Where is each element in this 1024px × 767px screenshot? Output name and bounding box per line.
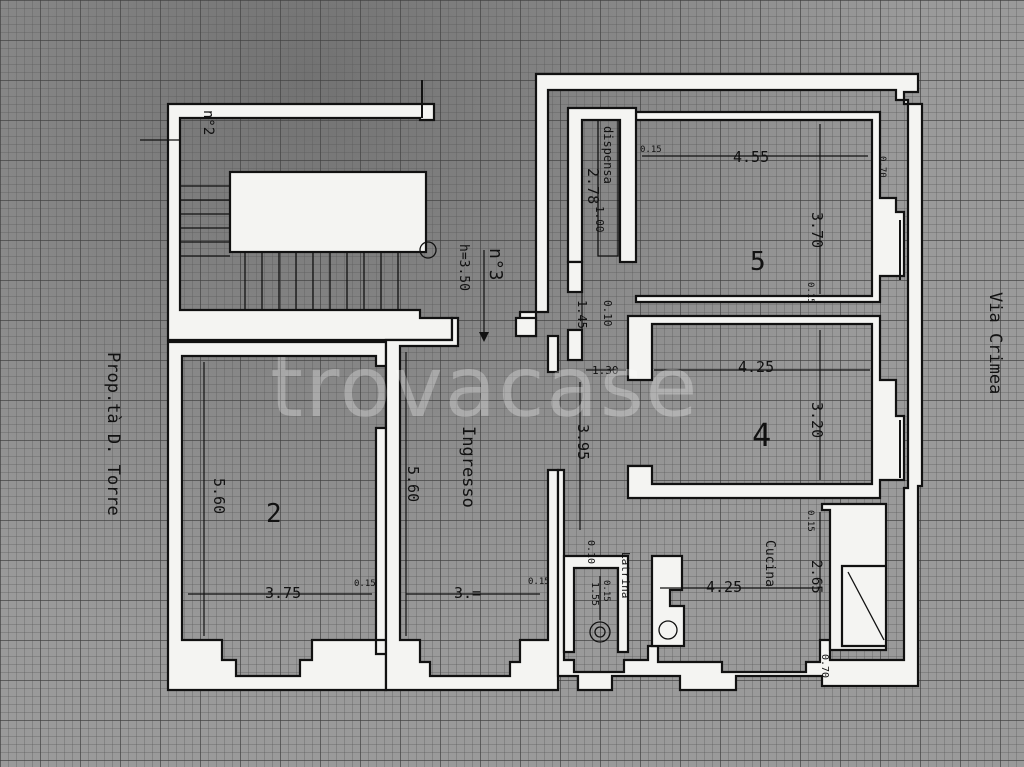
dim-1-30: 1.30 [592,364,619,377]
dim-0-15d: 0.15 [528,577,550,587]
dim-0-10: 0.10 [601,300,614,327]
dim-4-55: 4.55 [733,148,769,166]
stair-well [140,80,454,342]
labels: 4.55 3.70 0.70 0.15 dispensa 2.78 1.00 0… [103,110,1005,678]
dim-0-15e: 0.15 [805,510,815,532]
dimension-lines [188,124,870,640]
room-latrina: Latrina [619,552,632,598]
stair-newel [419,241,437,259]
dim-0-15f: 0.15 [601,580,611,602]
owner-label: Prop.tà D. Torre [103,352,123,516]
dim-1-00: 1.00 [593,206,606,233]
dim-0-70b: 0.70 [819,654,830,678]
dim-3-95: 3.95 [574,424,592,460]
stair-number: n°2 [200,110,216,135]
corridor-walls [384,316,560,692]
dim-5-60a: 5.60 [210,478,228,514]
dim-1-45: 1.45 [575,300,589,329]
dim-2-65: 2.65 [808,560,824,594]
right-building [514,72,924,692]
dim-0-10b: 0.10 [585,540,596,564]
stair-treads [180,185,399,310]
dim-4-25a: 4.25 [738,358,774,376]
room-2-number: 2 [266,499,282,529]
dim-0-15a: 0.15 [640,145,662,155]
street-label: Via Crimea [985,292,1005,394]
room-5-number: 5 [750,247,766,277]
watermark: trovacase [270,338,700,436]
room-4-number: 4 [752,416,771,454]
room-2-walls [166,340,388,692]
dim-4-25b: 4.25 [706,578,742,596]
dim-3-20: 3.20 [808,402,826,438]
dim-0-70a: 0.70 [877,156,887,178]
unit-number: n°3 [485,248,506,281]
dim-0-15c: 0.15 [354,579,376,589]
room-cucina: Cucina [762,540,777,587]
dim-3-75: 3.75 [265,584,301,602]
dim-0-15b: 0.15 [805,282,815,304]
dim-5-60b: 5.60 [404,466,422,502]
entrance-label: Ingresso [458,426,478,508]
room-dispensa: dispensa [601,126,615,184]
stair-core [228,170,428,254]
dim-2-78: 2.78 [584,168,602,204]
dim-1-55: 1.55 [589,582,600,606]
dim-h350: h=3.50 [456,244,471,291]
dim-3-00: 3.= [454,584,481,602]
dim-3-70: 3.70 [808,212,826,248]
